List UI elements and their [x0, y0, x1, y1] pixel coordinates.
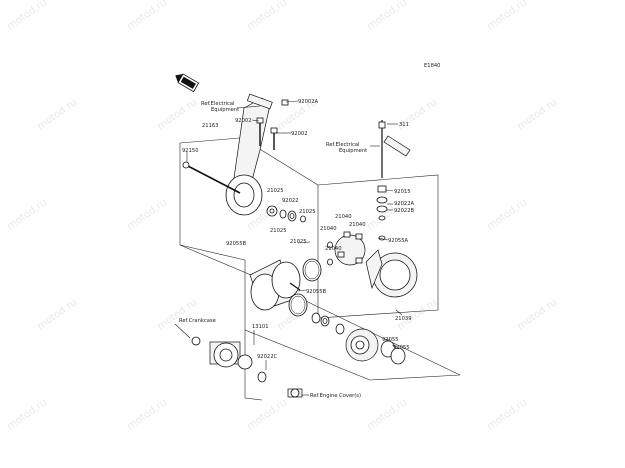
watermark-text: motod.ru — [5, 0, 49, 32]
o-ring-92055 — [390, 347, 406, 365]
diagram-id: E1840 — [424, 63, 440, 69]
label-ref-electrical-1-sub: Equipment — [211, 107, 239, 113]
shim-washers — [311, 312, 345, 335]
label-21040: 21040 — [335, 214, 352, 220]
long-bolt — [182, 161, 241, 194]
watermark-text: motod.ru — [5, 197, 49, 232]
pinion-gear — [191, 336, 267, 383]
label-92022: 92022 — [282, 198, 299, 204]
label-92022a: 92022A — [394, 201, 415, 207]
label-ref-electrical-1: Ref.Electrical — [201, 101, 235, 107]
watermark-text: motod.ru — [155, 97, 199, 132]
watermark-text: motod.ru — [245, 0, 289, 32]
label-21025: 21025 — [299, 209, 316, 215]
label-ref-crankcase: Ref.Crankcase — [179, 318, 216, 324]
label-92055b: 92055B — [306, 289, 327, 295]
watermark-text: motod.ru — [125, 397, 169, 432]
label-92002: 92002 — [291, 131, 308, 137]
label-21039: 21039 — [395, 316, 412, 322]
label-92022b: 92022B — [394, 208, 415, 214]
leader-lines — [174, 100, 403, 396]
label-92002a: 92002A — [298, 99, 319, 105]
watermark-text: motod.ru — [485, 197, 529, 232]
front-end-cover — [345, 328, 379, 362]
brush-holder — [327, 231, 366, 266]
starter-motor-yoke — [249, 259, 301, 311]
label-92022c: 92022C — [257, 354, 278, 360]
part-labels: 92002A Ref.Electrical Equipment 92002 92… — [179, 99, 415, 399]
label-21040: 21040 — [325, 246, 342, 252]
watermark-text: motod.ru — [155, 297, 199, 332]
watermark-text: motod.ru — [35, 297, 79, 332]
label-21040: 21040 — [320, 226, 337, 232]
label-92055a: 92055A — [388, 238, 409, 244]
watermark-text: motod.ru — [365, 0, 409, 32]
watermark-text: motod.ru — [515, 297, 559, 332]
label-21025: 21025 — [290, 239, 307, 245]
label-92150: 92150 — [182, 148, 199, 154]
o-ring-left — [302, 258, 322, 282]
o-ring-right — [288, 293, 308, 317]
watermark-text: motod.ru — [35, 97, 79, 132]
watermark-text: motod.ru — [5, 397, 49, 432]
label-311: 311 — [399, 122, 409, 128]
engine-cover-collar — [287, 388, 303, 398]
terminal-stack — [376, 120, 411, 241]
label-21163: 21163 — [202, 123, 219, 129]
label-92055: 92055 — [393, 345, 410, 351]
label-21025: 21025 — [270, 228, 287, 234]
watermark-text: motod.ru — [515, 97, 559, 132]
label-92015: 92015 — [394, 189, 411, 195]
label-21025: 21025 — [267, 188, 284, 194]
label-92055b: 92055B — [226, 241, 247, 247]
label-13101: 13101 — [252, 324, 269, 330]
watermark-text: motod.ru — [125, 0, 169, 32]
watermark-text: motod.ru — [485, 397, 529, 432]
label-ref-engine-cover: Ref.Engine Cover(s) — [310, 393, 361, 399]
watermark-text: motod.ru — [125, 197, 169, 232]
label-ref-electrical-2-sub: Equipment — [339, 148, 367, 154]
label-ref-electrical-2: Ref.Electrical — [326, 142, 360, 148]
watermark-text: motod.ru — [365, 397, 409, 432]
screw-92002 — [256, 99, 289, 150]
watermark-text: motod.ru — [245, 397, 289, 432]
label-92002: 92002 — [235, 118, 252, 124]
watermark-text: motod.ru — [485, 0, 529, 32]
washer-stack — [266, 205, 306, 223]
rear-end-cover — [365, 249, 418, 298]
front-arrow-icon — [175, 73, 200, 93]
label-92055: 92055 — [382, 337, 399, 343]
label-21040: 21040 — [349, 222, 366, 228]
